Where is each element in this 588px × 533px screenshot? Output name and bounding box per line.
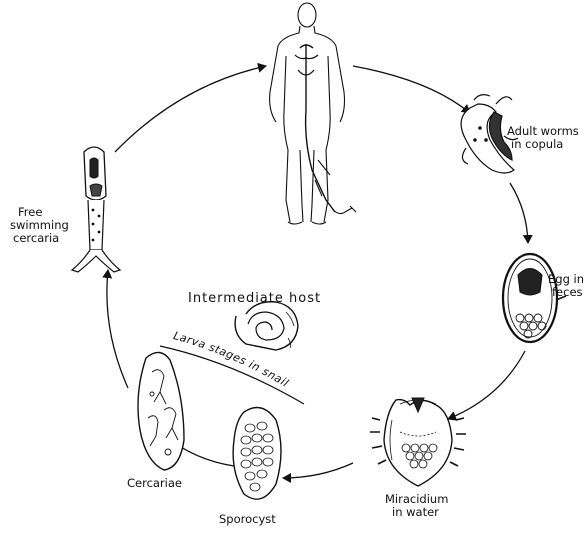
arrow-miracidium-to-sporocyst bbox=[283, 463, 353, 478]
miracidium-illustration bbox=[370, 398, 466, 486]
label-egg: Egg in bbox=[548, 272, 584, 286]
arrow-adult-to-egg bbox=[510, 183, 528, 243]
arrow-human-to-adult bbox=[353, 66, 470, 113]
label-cercariae: Cercariae bbox=[127, 476, 182, 490]
cercariae-illustration bbox=[138, 352, 184, 470]
label-egg-2: feces bbox=[552, 285, 583, 299]
label-intermediate-host: Intermediate host bbox=[188, 291, 321, 306]
label-free-2: swimming bbox=[10, 218, 69, 232]
label-sporocyst: Sporocyst bbox=[219, 512, 276, 526]
arrow-cercariae-to-free bbox=[107, 270, 128, 388]
human-host-illustration bbox=[270, 3, 356, 224]
label-free: Free bbox=[18, 205, 42, 219]
label-adult-worms-2: in copula bbox=[511, 137, 563, 151]
label-adult-worms: Adult worms bbox=[507, 124, 579, 138]
label-miracidium-2: in water bbox=[392, 505, 439, 519]
arrow-free-to-human bbox=[115, 66, 266, 152]
label-free-3: cercaria bbox=[13, 231, 59, 245]
sporocyst-illustration bbox=[233, 408, 281, 500]
label-miracidium: Miracidium bbox=[385, 492, 448, 506]
label-larva-stages: Larva stages in snail bbox=[172, 329, 291, 390]
cercaria-penetrating-skin bbox=[333, 206, 356, 214]
free-cercaria-illustration bbox=[72, 147, 120, 272]
snail-illustration bbox=[235, 302, 298, 350]
arrow-egg-to-miracidium bbox=[448, 351, 525, 419]
